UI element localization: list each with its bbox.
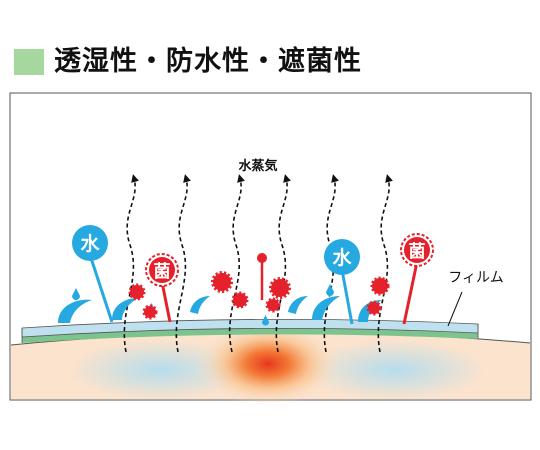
- water-badge-circle: [72, 225, 108, 261]
- bacteria-icon: [128, 283, 146, 301]
- water-splash-icon: [288, 296, 308, 314]
- water-splash-icon: [112, 298, 138, 320]
- bacteria-icon: [142, 304, 158, 320]
- bacteria-group-right: 菌: [366, 233, 434, 325]
- bacteria-group-center: [211, 253, 291, 313]
- water-badge-left: 水: [80, 233, 100, 255]
- vapor-label: 水蒸気: [238, 158, 277, 174]
- vapor-arrow: [275, 174, 291, 353]
- water-drop-icon: [262, 315, 269, 326]
- film-layer: [21, 318, 479, 343]
- skin-layer: [10, 326, 531, 410]
- film-leader-line: [447, 291, 463, 327]
- bacteria-icon: [211, 271, 233, 293]
- water-splash-icon: [312, 296, 340, 320]
- water-drop-icon: [326, 284, 334, 296]
- vapor-arrow: [228, 174, 245, 353]
- water-splash-icon: [190, 296, 210, 314]
- bacteria-icon: [231, 291, 249, 309]
- header-title: 透湿性・防水性・遮菌性: [54, 46, 362, 77]
- water-drop-icon: [72, 288, 80, 300]
- bacteria-icon: [269, 277, 291, 299]
- bacteria-icon: [370, 276, 390, 296]
- water-badge-right: 水: [332, 247, 352, 269]
- header: 透湿性・防水性・遮菌性: [0, 40, 540, 84]
- vapor-arrow: [175, 174, 191, 353]
- film-label: フィルム: [448, 270, 503, 286]
- bacteria-icon: [265, 297, 281, 313]
- water-badge-circle: [324, 239, 360, 275]
- bacteria-badge-right: 菌: [409, 242, 426, 262]
- bacteria-badge-left: 菌: [154, 262, 171, 282]
- water-splash-icon: [58, 299, 92, 323]
- header-square-icon: [14, 49, 44, 75]
- water-group-left: 水: [58, 225, 210, 323]
- vapor-arrow: [377, 174, 393, 353]
- bacteria-group-left: 菌: [128, 253, 179, 323]
- bacteria-icon: [366, 300, 382, 316]
- vapor-arrow: [123, 174, 139, 353]
